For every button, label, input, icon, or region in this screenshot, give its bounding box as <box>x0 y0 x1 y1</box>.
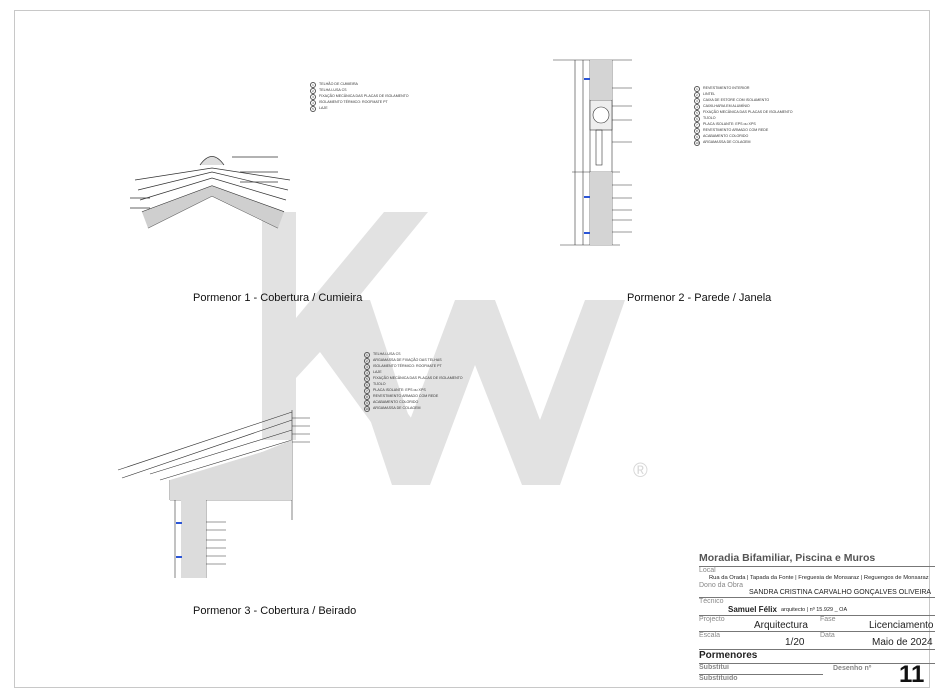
detail-2-caption: Pormenor 2 - Parede / Janela <box>627 292 772 304</box>
owner-value: SANDRA CRISTINA CARVALHO GONÇALVES OLIVE… <box>749 589 932 596</box>
replaces-label: Substitui <box>699 664 729 671</box>
local-value: Rua da Orada | Tapada da Fonte | Fregues… <box>709 575 929 581</box>
watermark-registered-symbol: ® <box>633 460 648 482</box>
date-label: Data <box>820 632 835 639</box>
detail-3-caption: Pormenor 3 - Cobertura / Beirado <box>193 605 357 617</box>
replaced-label: Substituido <box>699 675 738 682</box>
watermark-logo <box>262 212 625 485</box>
project-label: Projecto <box>699 616 725 623</box>
detail-3-slab-hatch <box>170 440 292 578</box>
phase-value: Licenciamento <box>869 620 934 631</box>
date-value: Maio de 2024 <box>872 637 933 648</box>
drawing-sheet-border <box>14 10 930 688</box>
detail-2-wall-drawing <box>553 59 632 246</box>
detail-2-brick-hatch <box>590 60 612 245</box>
detail-3-insulation-fixings <box>176 522 182 558</box>
phase-label: Fase <box>820 616 836 623</box>
local-label: Local <box>699 567 716 574</box>
owner-label: Dono da Obra <box>699 582 743 589</box>
scale-value: 1/20 <box>785 637 805 648</box>
project-value: Arquitectura <box>754 620 808 631</box>
project-name: Moradia Bifamiliar, Piscina e Muros <box>699 552 876 564</box>
detail-1-insulation-fill <box>142 186 284 228</box>
detail-1-ridge-drawing <box>130 156 291 229</box>
drawing-number-label: Desenho nº <box>833 665 872 672</box>
detail-1-caption: Pormenor 1 - Cobertura / Cumieira <box>193 292 363 304</box>
sheet-title: Pormenores <box>699 650 758 661</box>
scale-label: Escala <box>699 632 721 639</box>
technician-name: Samuel Félix <box>728 605 777 614</box>
detail-2-insulation-fixings <box>584 78 590 234</box>
title-block: Moradia Bifamiliar, Piscina e Muros Loca… <box>699 550 935 690</box>
technician-detail: arquitecto | nº 15.929 _ OA <box>781 607 848 613</box>
drawing-number: 11 <box>899 661 925 688</box>
technician-label: Técnico <box>699 598 724 605</box>
